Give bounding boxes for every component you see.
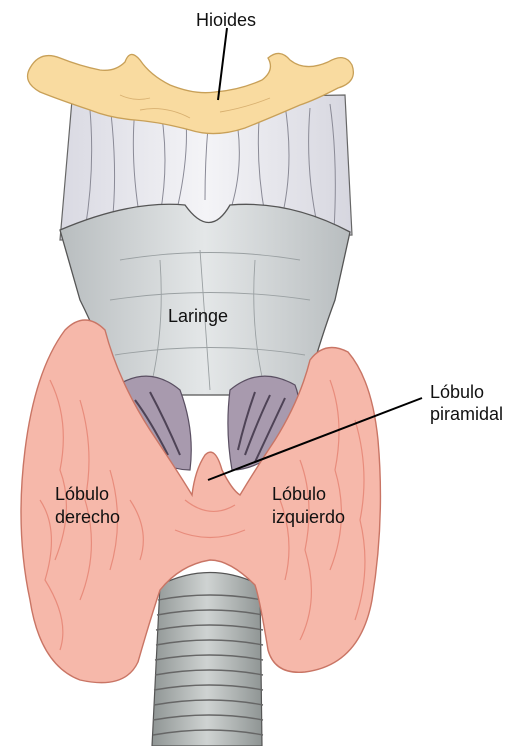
label-left-lobe-line2: izquierdo (272, 507, 345, 527)
label-pyramidal-lobe-line1: Lóbulo (430, 382, 484, 402)
trachea (152, 573, 263, 746)
label-larynx: Laringe (168, 306, 228, 326)
label-right-lobe-line2: derecho (55, 507, 120, 527)
label-hyoid: Hioides (196, 10, 256, 30)
label-left-lobe-line1: Lóbulo (272, 484, 326, 504)
label-pyramidal-lobe-line2: piramidal (430, 404, 503, 424)
label-right-lobe-line1: Lóbulo (55, 484, 109, 504)
hyoid-leader-line (218, 28, 227, 100)
